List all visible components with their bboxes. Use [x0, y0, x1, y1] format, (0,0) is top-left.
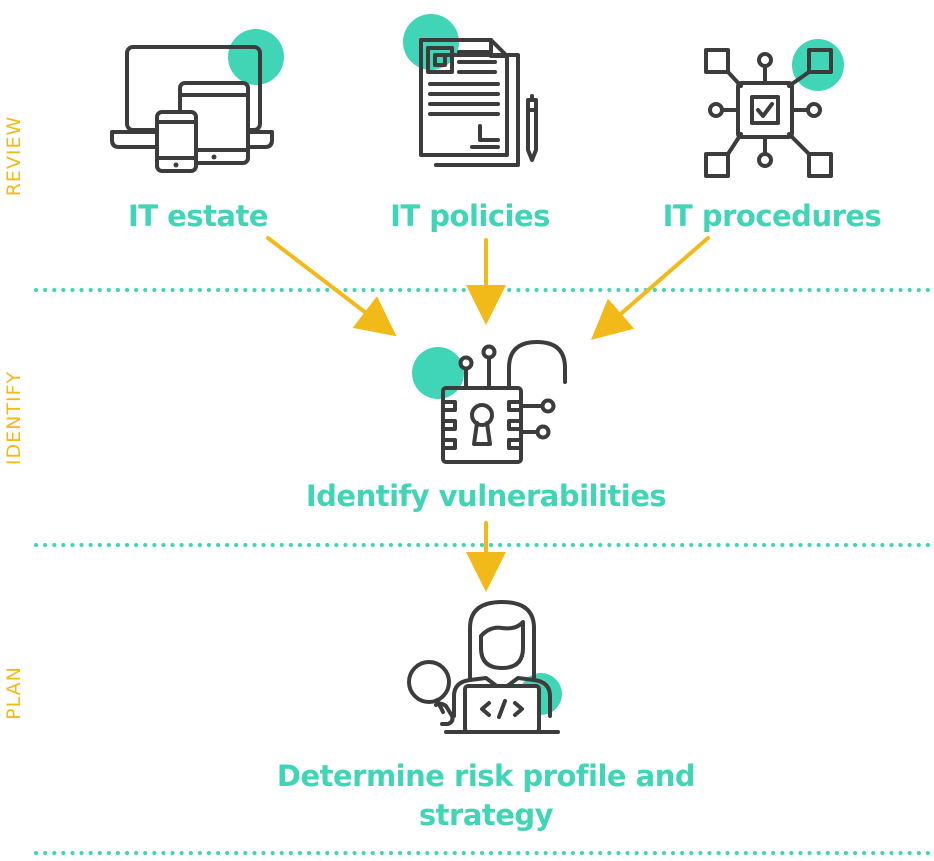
open-lock-chip-icon: [412, 340, 567, 464]
process-chip-icon: [704, 39, 844, 178]
accent-dot: [228, 29, 284, 85]
arrows: [266, 236, 710, 592]
arrow-it-estate-to-vulnerabilities: [266, 236, 397, 337]
developer-icon: [407, 600, 562, 734]
devices-icon: [110, 29, 284, 173]
label-identify-vulnerabilities: Identify vulnerabilities: [305, 479, 667, 513]
label-it-policies: IT policies: [390, 199, 550, 233]
stage-label-identify: IDENTIFY: [3, 370, 25, 466]
stage-label-plan: PLAN: [3, 666, 25, 720]
label-it-estate: IT estate: [127, 199, 269, 233]
label-risk-profile-line1: Determine risk profile and: [276, 759, 696, 793]
arrow-it-procedures-to-vulnerabilities: [590, 236, 710, 340]
stage-label-review: REVIEW: [3, 115, 25, 197]
label-it-procedures: IT procedures: [662, 199, 882, 233]
label-risk-profile-line2: strategy: [418, 798, 554, 832]
documents-icon: [403, 14, 538, 167]
accent-dot: [792, 39, 844, 91]
